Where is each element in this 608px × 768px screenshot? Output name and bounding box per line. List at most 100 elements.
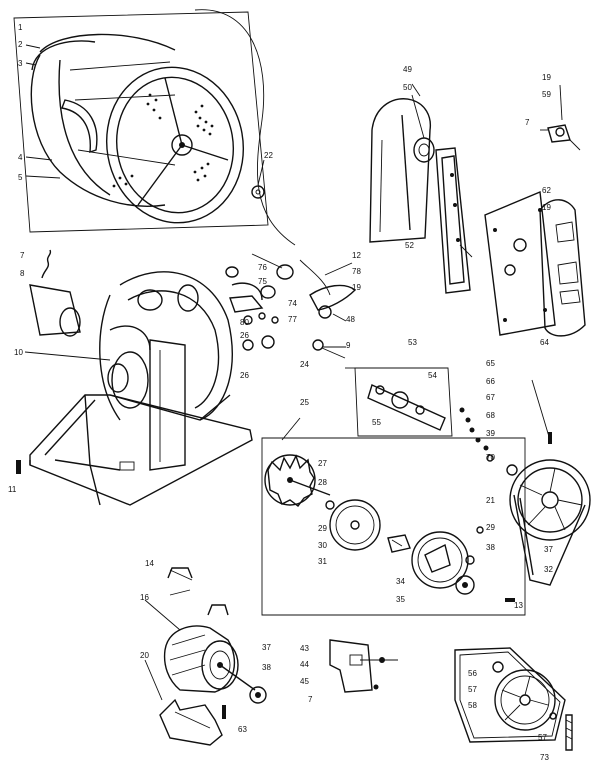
callout-2: 2 xyxy=(18,40,23,49)
hose xyxy=(299,259,331,296)
callout-75: 75 xyxy=(258,277,267,286)
callout-56: 56 xyxy=(468,669,477,678)
callout-74: 74 xyxy=(288,299,297,308)
callout-66: 66 xyxy=(486,377,495,386)
callout-29a: 29 xyxy=(318,524,327,533)
mount-bracket-43 xyxy=(329,639,398,693)
callout-62: 62 xyxy=(542,186,551,195)
drum-inset xyxy=(13,11,269,233)
callout-labels: 1 2 3 4 5 22 7 8 10 11 76 75 74 77 80 26… xyxy=(8,23,553,762)
callout-4: 4 xyxy=(18,153,23,162)
screw-63 xyxy=(222,705,226,719)
callout-50: 50 xyxy=(403,83,412,92)
spring-7 xyxy=(41,249,52,279)
screw-13 xyxy=(505,598,515,602)
callout-16: 16 xyxy=(140,593,149,602)
idler-hardware xyxy=(459,407,552,476)
callout-24: 24 xyxy=(300,360,309,369)
callout-12: 12 xyxy=(352,251,361,260)
callout-63: 63 xyxy=(238,725,247,734)
callout-9: 9 xyxy=(346,341,351,350)
motor-16 xyxy=(163,625,256,693)
callout-7b: 7 xyxy=(525,118,530,127)
callout-29b: 29 xyxy=(486,523,495,532)
callout-67: 67 xyxy=(486,393,495,402)
callout-78: 78 xyxy=(352,267,361,276)
callout-1: 1 xyxy=(18,23,23,32)
callout-38a: 38 xyxy=(486,543,495,552)
callout-20: 20 xyxy=(140,651,149,660)
callout-55: 55 xyxy=(372,418,381,427)
lint-cup-8 xyxy=(29,284,81,336)
rear-panel-48 xyxy=(369,98,432,243)
callout-19c: 19 xyxy=(542,203,551,212)
callout-38b: 38 xyxy=(262,663,271,672)
motor-mount-20 xyxy=(159,698,223,746)
callout-30: 30 xyxy=(318,541,327,550)
callout-35: 35 xyxy=(396,595,405,604)
callout-76: 76 xyxy=(258,263,267,272)
callout-28: 28 xyxy=(318,478,327,487)
callout-26a: 26 xyxy=(240,331,249,340)
callout-53: 53 xyxy=(408,338,417,347)
callout-39: 39 xyxy=(486,429,495,438)
blower-assembly xyxy=(225,264,357,359)
callout-73: 73 xyxy=(540,753,549,762)
callout-32: 32 xyxy=(544,565,553,574)
callout-43: 43 xyxy=(300,644,309,653)
callout-7a: 7 xyxy=(20,251,25,260)
screw-11 xyxy=(16,460,21,474)
callout-31: 31 xyxy=(318,557,327,566)
callout-58: 58 xyxy=(468,701,477,710)
callout-54: 54 xyxy=(428,371,437,380)
callout-65: 65 xyxy=(486,359,495,368)
base-frame xyxy=(29,394,253,506)
callout-45: 45 xyxy=(300,677,309,686)
washer-22 xyxy=(251,185,265,199)
callout-77: 77 xyxy=(288,315,297,324)
motor-clips-14 xyxy=(167,567,229,616)
drive-belt-long xyxy=(194,9,296,246)
callout-10: 10 xyxy=(14,348,23,357)
belt-guide-52 xyxy=(435,147,471,294)
thermostat-58 xyxy=(540,124,581,151)
drum-perforations xyxy=(112,93,214,188)
callout-21: 21 xyxy=(486,496,495,505)
rear-bulkhead xyxy=(99,271,233,471)
leader-lines xyxy=(24,44,563,701)
idler-pulley-lower xyxy=(454,647,573,751)
callout-19a: 19 xyxy=(352,283,361,292)
callout-7c: 7 xyxy=(308,695,313,704)
callout-52: 52 xyxy=(405,241,414,250)
callout-37b: 37 xyxy=(262,643,271,652)
callout-57b: 57 xyxy=(538,733,547,742)
drive-pulley xyxy=(509,459,591,586)
callout-48: 48 xyxy=(346,315,355,324)
callout-3: 3 xyxy=(18,59,23,68)
motor-assembly-box xyxy=(261,437,526,616)
callout-44: 44 xyxy=(300,660,309,669)
callout-5: 5 xyxy=(18,173,23,182)
idler-assembly-box xyxy=(345,367,453,437)
callout-57a: 57 xyxy=(468,685,477,694)
callout-80: 80 xyxy=(240,318,249,327)
callout-27: 27 xyxy=(318,459,327,468)
callout-34: 34 xyxy=(396,577,405,586)
callout-68: 68 xyxy=(486,411,495,420)
callout-26b: 26 xyxy=(240,371,249,380)
callout-22: 22 xyxy=(264,151,273,160)
callout-19b: 19 xyxy=(542,73,551,82)
access-cover-64 xyxy=(539,199,586,337)
callout-70: 70 xyxy=(486,453,495,462)
callout-49: 49 xyxy=(403,65,412,74)
callout-25: 25 xyxy=(300,398,309,407)
idler-pulley-50 xyxy=(413,137,435,163)
callout-64: 64 xyxy=(540,338,549,347)
callout-59: 59 xyxy=(542,90,551,99)
callout-14: 14 xyxy=(145,559,154,568)
callout-8: 8 xyxy=(20,269,25,278)
callout-37a: 37 xyxy=(544,545,553,554)
motor-pulley-37 xyxy=(249,686,267,704)
callout-11: 11 xyxy=(8,485,17,494)
